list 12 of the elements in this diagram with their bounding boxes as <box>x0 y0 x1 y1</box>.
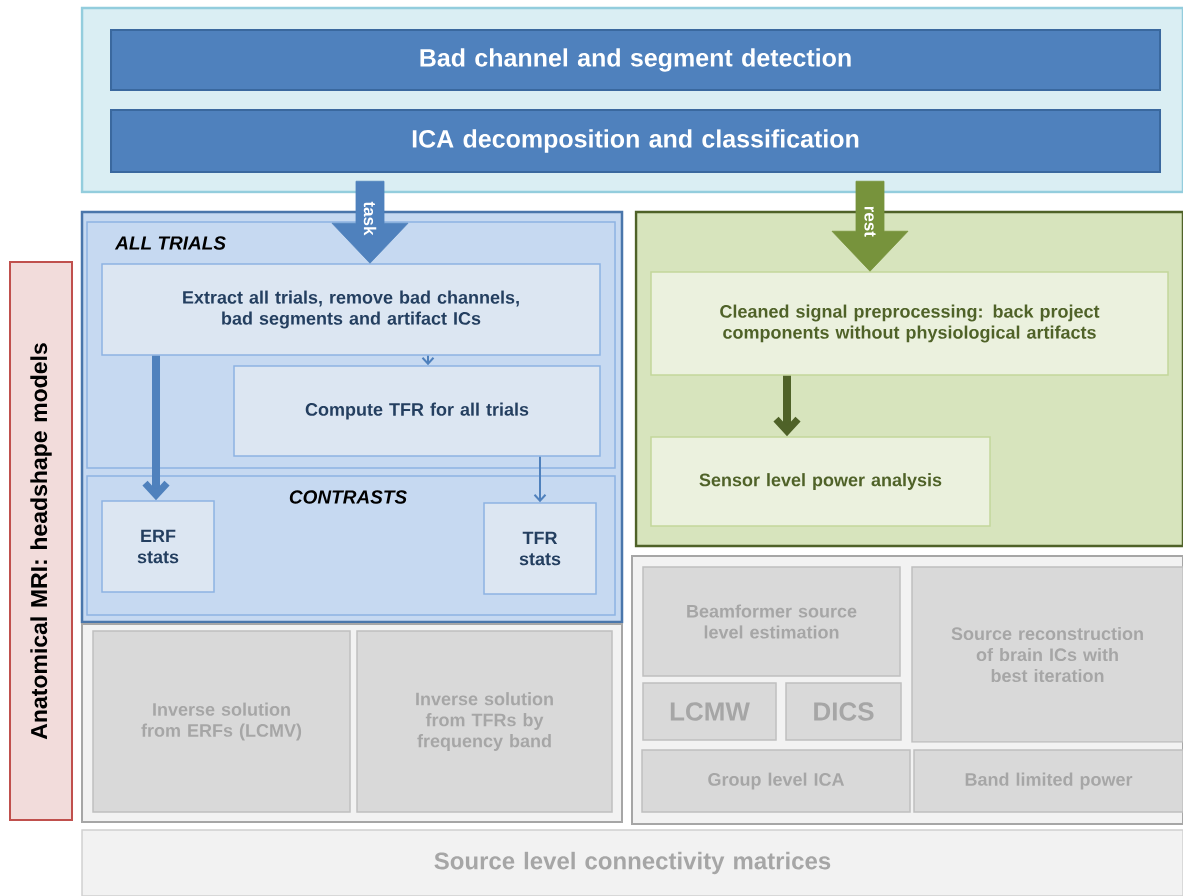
process-box: Sensor level power analysis <box>650 436 991 527</box>
process-box: ICA decomposition and classification <box>110 109 1161 173</box>
process-box: Bad channel and segment detection <box>110 29 1161 91</box>
edge-label: rest <box>863 204 877 238</box>
output-band: Source level connectivity matrices <box>81 829 1183 896</box>
process-box: TFR stats <box>483 502 597 595</box>
arrow <box>533 455 547 503</box>
process-box: ERF stats <box>101 500 215 593</box>
side-box: Anatomical MRI: headshape models <box>9 261 73 821</box>
process-box: Extract all trials, remove bad channels, bad segments and artifact ICs <box>101 263 601 356</box>
process-box: Compute TFR for all trials <box>233 365 601 457</box>
process-box: Cleaned signal preprocessing: back project components without physiological artifacts <box>650 271 1169 376</box>
